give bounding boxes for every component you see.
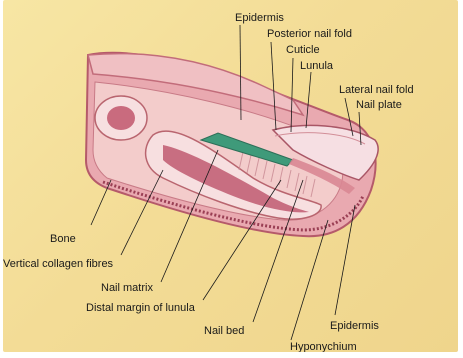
label-epidermis-bottom: Epidermis <box>330 320 379 332</box>
label-hyponychium: Hyponychium <box>290 341 357 352</box>
label-vertical-collagen-fibres: Vertical collagen fibres <box>3 258 113 270</box>
label-epidermis-top: Epidermis <box>235 12 284 24</box>
label-bone: Bone <box>50 233 76 245</box>
label-nail-bed: Nail bed <box>204 325 244 337</box>
diagram-photo: Epidermis Posterior nail fold Cuticle Lu… <box>3 0 458 352</box>
label-lunula: Lunula <box>300 60 333 72</box>
label-lateral-nail-fold: Lateral nail fold <box>339 84 414 96</box>
label-posterior-nail-fold: Posterior nail fold <box>267 28 352 40</box>
label-cuticle: Cuticle <box>286 44 320 56</box>
label-nail-plate: Nail plate <box>356 99 402 111</box>
finger-diagram <box>3 0 458 352</box>
label-nail-matrix: Nail matrix <box>101 282 153 294</box>
label-distal-margin-of-lunula: Distal margin of lunula <box>86 302 195 314</box>
